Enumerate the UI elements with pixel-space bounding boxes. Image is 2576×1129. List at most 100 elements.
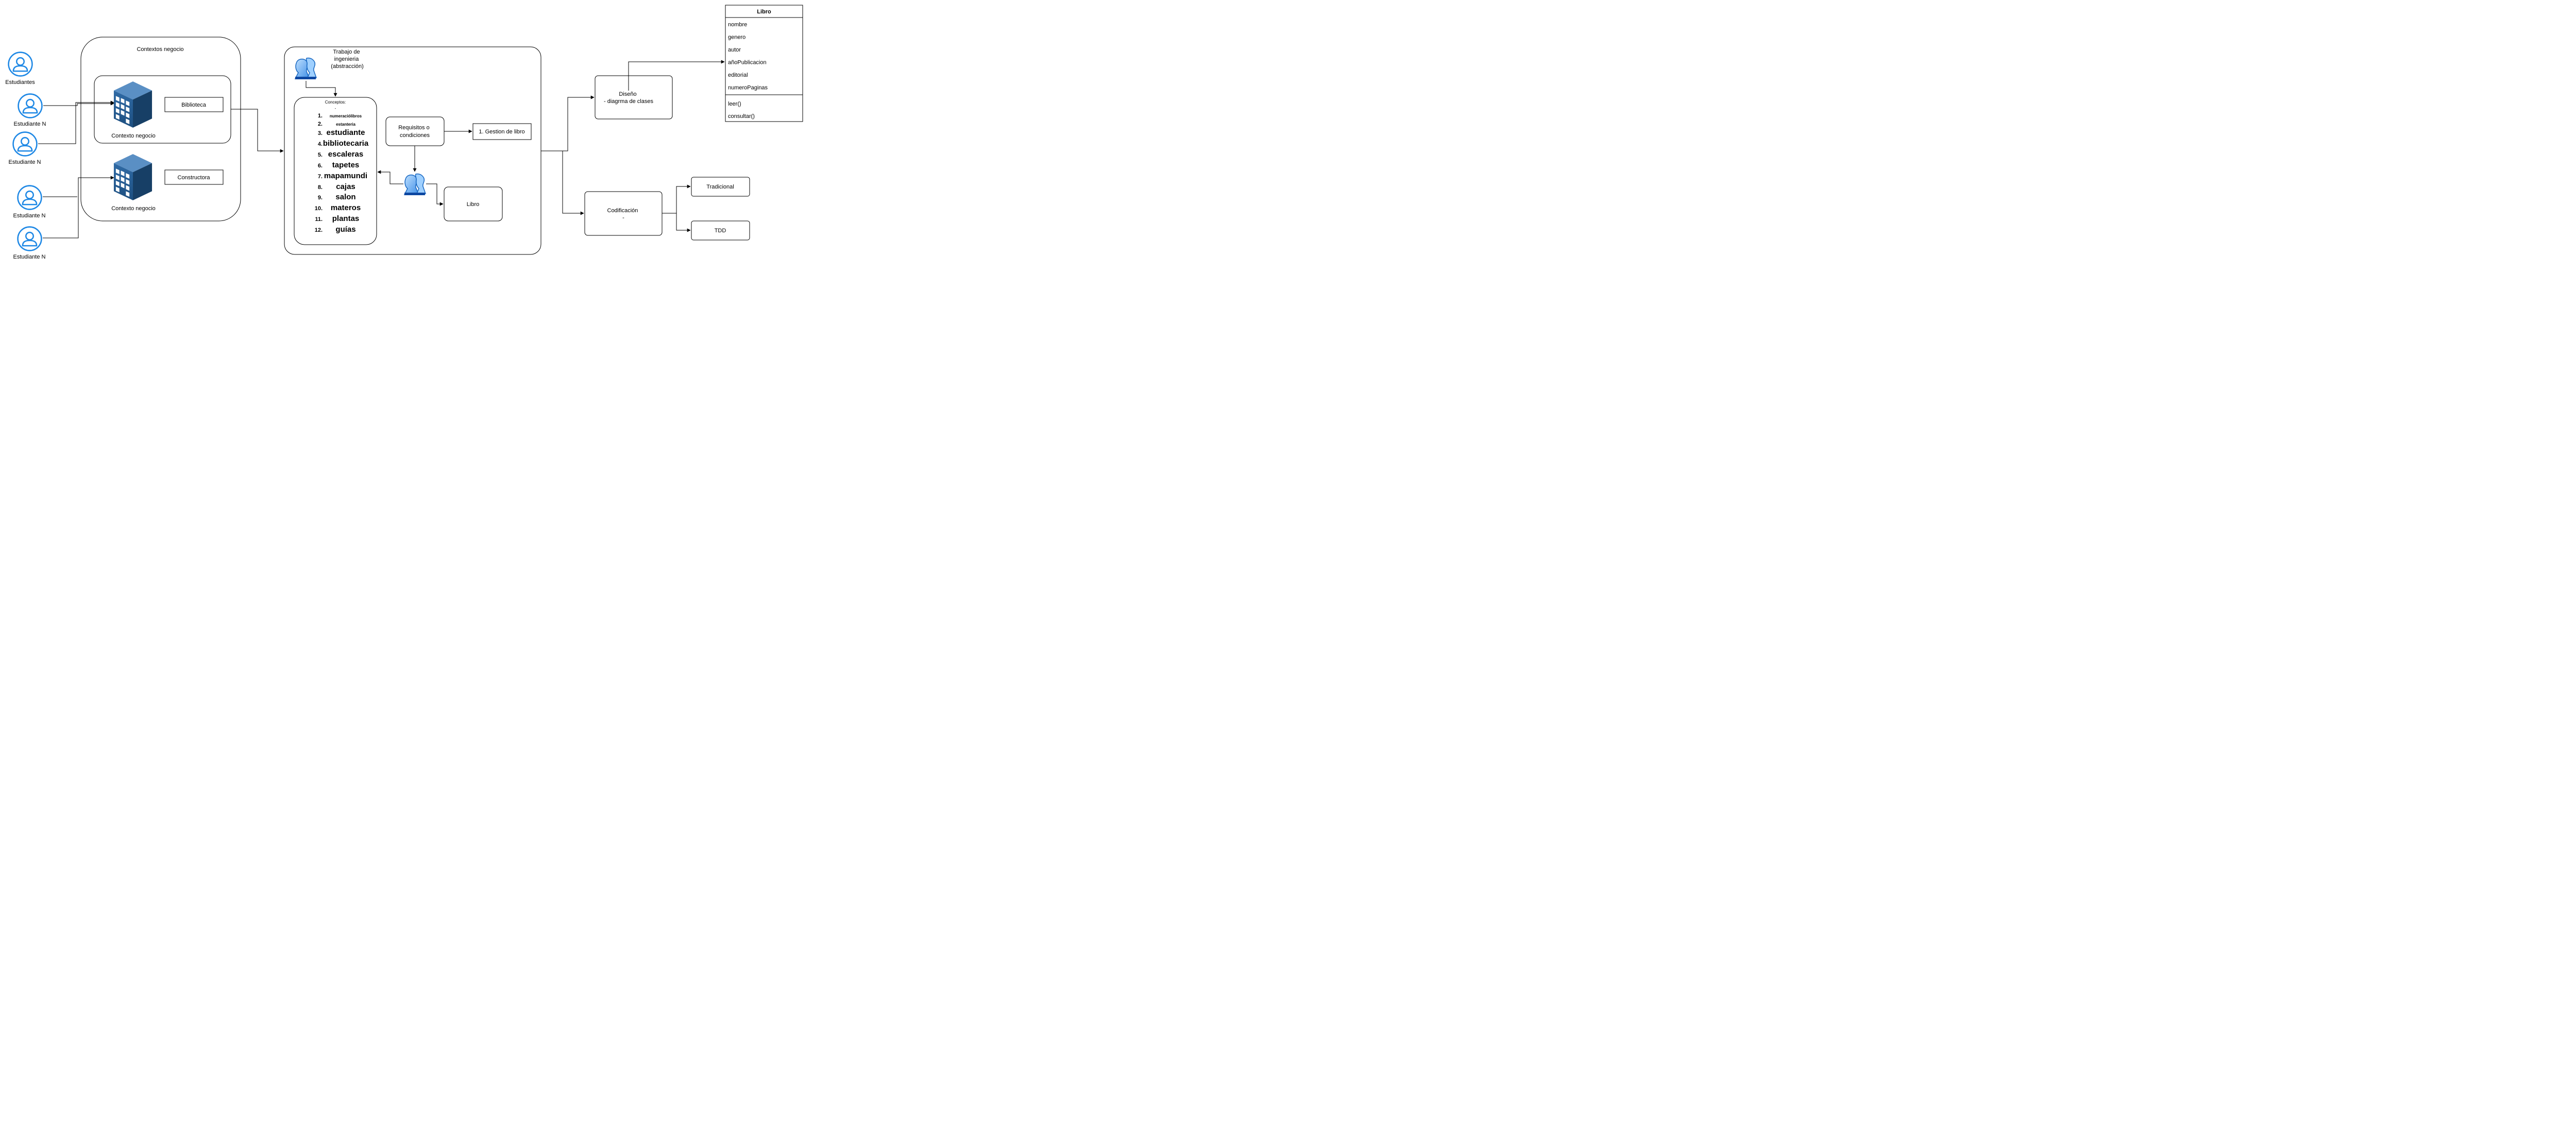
concept-text: mapamundi bbox=[324, 172, 367, 180]
concept-number: 11. bbox=[315, 216, 323, 223]
concept-text: numeraciólibros bbox=[330, 114, 362, 118]
concept-item: 1. numeraciólibros bbox=[318, 113, 362, 119]
context-label: Contexto negocio bbox=[111, 206, 156, 212]
concept-item: 11. plantas bbox=[315, 214, 359, 223]
concept-item: 3.estudiante bbox=[318, 128, 365, 137]
actor-label: Estudiante N bbox=[13, 254, 46, 260]
concept-item: 4.bibliotecaria bbox=[318, 139, 369, 148]
connector bbox=[377, 170, 403, 184]
context-label: Contexto negocio bbox=[111, 133, 156, 139]
concept-item: 7.mapamundi bbox=[318, 172, 367, 180]
concept-item: 9.salon bbox=[318, 193, 356, 201]
team-icon bbox=[404, 173, 426, 196]
class-attribute: editorial bbox=[728, 72, 748, 78]
concept-number: 12. bbox=[315, 227, 323, 233]
building-icon bbox=[113, 81, 152, 128]
concept-number: 7. bbox=[318, 174, 323, 180]
constructora-label: Constructora bbox=[178, 175, 211, 181]
actor-estudiante-n-3: Estudiante N bbox=[13, 185, 46, 219]
tradicional-label: Tradicional bbox=[706, 184, 734, 190]
libro-box bbox=[444, 186, 503, 221]
concepts-box bbox=[294, 97, 377, 245]
coding-connectors bbox=[662, 184, 691, 232]
actor-connectors bbox=[38, 100, 114, 238]
architecture-diagram: Estudiantes Estudiante N Estudiante N Es… bbox=[5, 5, 803, 260]
concept-item: 10. materos bbox=[315, 203, 361, 212]
user-icon bbox=[8, 52, 33, 77]
concept-number: 2. bbox=[318, 121, 323, 127]
concept-number: 8. bbox=[318, 184, 323, 191]
concepts-dash: - bbox=[335, 106, 336, 111]
actor-estudiante-n-2: Estudiante N bbox=[9, 131, 41, 165]
concept-text: tapetes bbox=[332, 161, 360, 169]
connector bbox=[306, 81, 337, 97]
concept-text: bibliotecaria bbox=[323, 139, 369, 148]
actor-estudiante-n-4: Estudiante N bbox=[13, 226, 46, 260]
business-contexts-title: Contextos negocio bbox=[137, 46, 183, 53]
libro-label: Libro bbox=[467, 201, 479, 208]
concept-number: 5. bbox=[318, 152, 323, 158]
connector-to-coding bbox=[562, 151, 584, 215]
business-contexts-container: Contextos negocio Contexto negocio Bibli… bbox=[80, 37, 241, 221]
building-icon bbox=[113, 154, 152, 200]
team-icon bbox=[295, 57, 317, 80]
class-methods: leer()consultar() bbox=[728, 101, 755, 119]
concept-number: 10. bbox=[315, 206, 323, 212]
class-method: leer() bbox=[728, 101, 741, 107]
concept-item: 5. escaleras bbox=[318, 150, 363, 159]
concept-item: 2. estanteria bbox=[318, 121, 356, 127]
class-name: Libro bbox=[757, 9, 771, 15]
design-box: Diseño - diagrma de clases bbox=[595, 75, 673, 119]
tdd-label: TDD bbox=[715, 228, 726, 234]
connector bbox=[43, 101, 114, 106]
concept-number: 6. bbox=[318, 163, 323, 169]
constructora-box bbox=[164, 169, 224, 185]
concept-text: escaleras bbox=[328, 150, 363, 159]
class-attribute: numeroPaginas bbox=[728, 85, 768, 91]
requirements-label: Requisitos o condiciones bbox=[398, 125, 431, 139]
concepts-title: Conceptos: bbox=[325, 100, 346, 105]
connector bbox=[426, 183, 444, 206]
biblioteca-label: Biblioteca bbox=[181, 102, 207, 108]
requirements-box bbox=[385, 116, 445, 146]
engineering-title: Trabajo de ingenieria (abstracción) bbox=[331, 49, 364, 70]
concept-text: guías bbox=[335, 225, 355, 234]
gestion-box bbox=[472, 123, 532, 140]
connector bbox=[676, 213, 691, 232]
concept-number: 4. bbox=[318, 141, 323, 147]
user-icon bbox=[17, 226, 42, 251]
concept-text: estanteria bbox=[336, 122, 355, 127]
concept-text: estudiante bbox=[326, 128, 365, 137]
concepts-list: 1.numeraciólibros2.estanteria3.estudiant… bbox=[315, 113, 369, 234]
user-icon bbox=[12, 131, 38, 157]
class-attribute: nombre bbox=[728, 22, 747, 28]
actor-estudiantes: Estudiantes bbox=[5, 52, 35, 85]
concept-text: materos bbox=[331, 203, 361, 212]
concept-number: 3. bbox=[318, 130, 323, 136]
class-attribute: genero bbox=[728, 35, 745, 41]
tradicional-box bbox=[691, 177, 750, 197]
concept-item: 12. guías bbox=[315, 225, 356, 234]
connector-to-design bbox=[541, 95, 595, 151]
gestion-label: 1. Gestion de libro bbox=[479, 129, 524, 135]
concept-text: cajas bbox=[336, 182, 355, 191]
tdd-box bbox=[691, 220, 750, 241]
engineering-container: Trabajo de ingenieria (abstracción) Conc… bbox=[284, 46, 541, 255]
coding-box: Codificación - bbox=[584, 191, 663, 236]
class-attribute: añoPublicacion bbox=[728, 60, 767, 66]
connector bbox=[43, 176, 114, 238]
concept-number: 9. bbox=[318, 195, 323, 201]
actor-label: Estudiantes bbox=[5, 79, 35, 85]
connector bbox=[662, 184, 691, 214]
class-attribute: autor bbox=[728, 47, 741, 53]
connector-biblioteca-to-engineering bbox=[231, 109, 284, 153]
uml-class-libro: Libro nombre genero autor añoPublicacion edi… bbox=[725, 5, 803, 122]
concept-text: plantas bbox=[332, 214, 360, 223]
concept-number: 1. bbox=[318, 113, 323, 119]
engineering-connectors bbox=[541, 95, 595, 215]
user-icon bbox=[17, 185, 42, 210]
design-label: Diseño - diagrma de clases bbox=[604, 91, 653, 105]
biblioteca-box bbox=[164, 97, 224, 112]
user-icon bbox=[18, 93, 43, 118]
actor-estudiante-n-1: Estudiante N bbox=[14, 93, 46, 127]
